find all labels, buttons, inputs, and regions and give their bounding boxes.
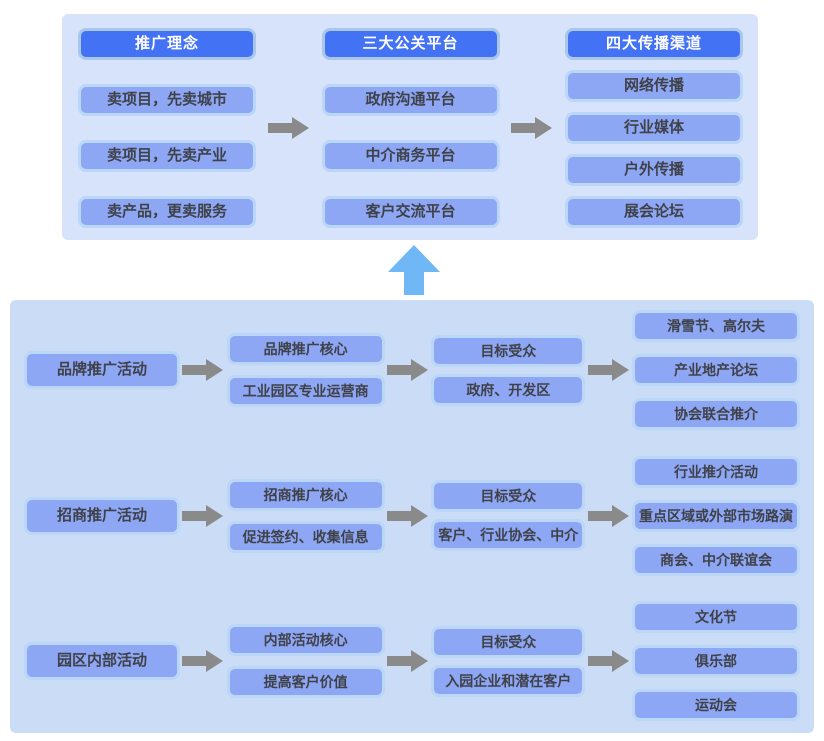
stage-channels: 文化节 俱乐部 运动会 <box>631 601 800 721</box>
arrow-right-icon <box>386 648 429 674</box>
channel-event-item: 产业地产论坛 <box>631 354 800 386</box>
flow-row-investment-promotion: 招商推广活动 招商推广核心 促进签约、收集信息 目标受众 客户、行业协会、中介 … <box>24 455 800 576</box>
channel-event-item: 运动会 <box>631 689 800 721</box>
column-header: 三大公关平台 <box>321 28 500 60</box>
channel-event-item: 俱乐部 <box>631 645 800 677</box>
stage-channels: 行业推介活动 重点区域或外部市场路演 商会、中介联谊会 <box>631 455 800 576</box>
channel-item: 展会论坛 <box>565 196 743 228</box>
stage-activity: 品牌推广活动 <box>24 351 180 389</box>
audience-item: 目标受众 <box>431 625 586 658</box>
arrow-right-icon <box>267 115 310 141</box>
audience-item: 入园企业和潜在客户 <box>431 664 586 697</box>
flow-row-brand-promotion: 品牌推广活动 品牌推广核心 工业园区专业运营商 目标受众 政府、开发区 滑雪节、… <box>24 310 800 430</box>
arrow-right-icon <box>511 115 553 141</box>
arrow-right-icon <box>182 357 224 383</box>
stage-core: 招商推广核心 促进签约、收集信息 <box>226 478 385 553</box>
column-media-channels: 四大传播渠道 网络传播 行业媒体 户外传播 展会论坛 <box>565 28 743 228</box>
flow-row-internal-activities: 园区内部活动 内部活动核心 提高客户价值 目标受众 入园企业和潜在客户 文化节 … <box>24 601 800 721</box>
audience-item: 政府、开发区 <box>431 373 586 406</box>
arrow-right-icon <box>386 503 429 529</box>
arrow-right-icon <box>182 503 224 529</box>
stage-activity: 招商推广活动 <box>24 496 180 535</box>
core-item: 招商推广核心 <box>226 478 385 511</box>
concept-item: 卖产品，更卖服务 <box>78 196 256 228</box>
stage-audience: 目标受众 政府、开发区 <box>431 334 586 406</box>
channel-item: 行业媒体 <box>565 112 743 144</box>
concept-item: 卖项目，先卖产业 <box>78 140 256 172</box>
column-promotion-concept: 推广理念 卖项目，先卖城市 卖项目，先卖产业 卖产品，更卖服务 <box>78 28 256 228</box>
platform-item: 中介商务平台 <box>321 140 500 172</box>
column-header: 推广理念 <box>78 28 256 60</box>
channel-event-item: 协会联合推介 <box>631 398 800 430</box>
audience-item: 目标受众 <box>431 334 586 367</box>
audience-item: 客户、行业协会、中介 <box>431 519 586 551</box>
arrow-right-icon <box>182 648 224 674</box>
column-header: 四大传播渠道 <box>565 28 743 60</box>
stage-core: 品牌推广核心 工业园区专业运营商 <box>226 333 385 407</box>
bottom-panel: 品牌推广活动 品牌推广核心 工业园区专业运营商 目标受众 政府、开发区 滑雪节、… <box>10 300 814 733</box>
channel-event-item: 商会、中介联谊会 <box>631 543 800 576</box>
channel-event-item: 行业推介活动 <box>631 455 800 488</box>
column-pr-platforms: 三大公关平台 政府沟通平台 中介商务平台 客户交流平台 <box>321 28 500 228</box>
audience-item: 目标受众 <box>431 480 586 512</box>
channel-item: 网络传播 <box>565 70 743 102</box>
arrow-right-icon <box>587 503 630 529</box>
arrow-right-icon <box>587 648 630 674</box>
arrow-right-icon <box>587 357 630 383</box>
activity-item: 品牌推广活动 <box>24 351 180 389</box>
arrow-up-icon <box>387 245 441 295</box>
core-item: 品牌推广核心 <box>226 333 385 365</box>
top-panel: 推广理念 卖项目，先卖城市 卖项目，先卖产业 卖产品，更卖服务 三大公关平台 政… <box>62 14 758 240</box>
core-item: 工业园区专业运营商 <box>226 375 385 407</box>
core-item: 内部活动核心 <box>226 624 385 656</box>
concept-item: 卖项目，先卖城市 <box>78 84 256 116</box>
stage-core: 内部活动核心 提高客户价值 <box>226 624 385 698</box>
core-item: 提高客户价值 <box>226 666 385 698</box>
stage-channels: 滑雪节、高尔夫 产业地产论坛 协会联合推介 <box>631 310 800 430</box>
arrow-right-icon <box>386 357 429 383</box>
stage-audience: 目标受众 客户、行业协会、中介 <box>431 480 586 551</box>
activity-item: 招商推广活动 <box>24 496 180 535</box>
platform-item: 客户交流平台 <box>321 196 500 228</box>
stage-audience: 目标受众 入园企业和潜在客户 <box>431 625 586 697</box>
channel-event-item: 滑雪节、高尔夫 <box>631 310 800 342</box>
channel-event-item: 文化节 <box>631 601 800 633</box>
activity-item: 园区内部活动 <box>24 642 180 680</box>
core-item: 促进签约、收集信息 <box>226 520 385 553</box>
channel-item: 户外传播 <box>565 154 743 186</box>
stage-activity: 园区内部活动 <box>24 642 180 680</box>
platform-item: 政府沟通平台 <box>321 84 500 116</box>
channel-event-item: 重点区域或外部市场路演 <box>631 499 800 532</box>
